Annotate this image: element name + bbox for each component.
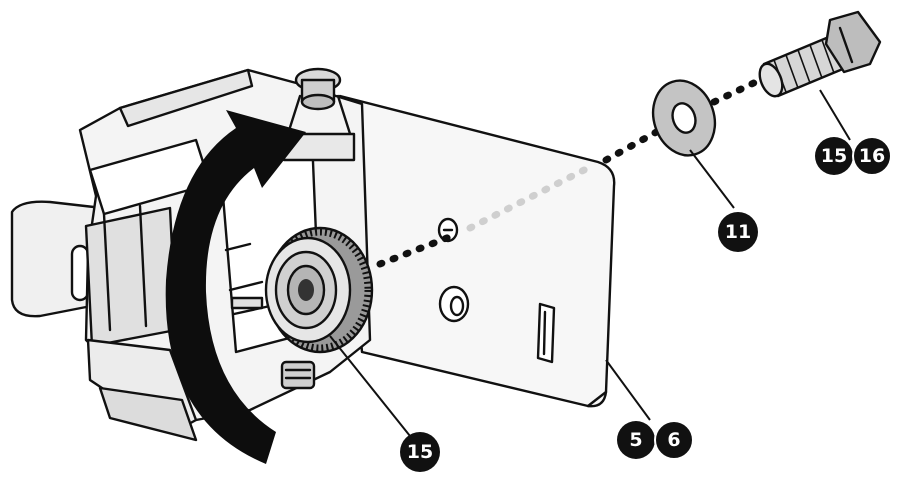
washer <box>651 79 717 157</box>
lower-nut <box>280 360 316 390</box>
callout-15-knob-label: 15 <box>407 441 433 463</box>
callout-16-label: 16 <box>859 145 885 167</box>
rotation-arrow <box>165 110 306 464</box>
callout-11-label: 11 <box>725 221 751 243</box>
callout-5-label: 5 <box>629 429 642 451</box>
callout-15-16: 15 16 <box>815 136 892 176</box>
bolt <box>758 10 882 98</box>
callout-15-knob: 15 <box>400 432 440 472</box>
mounting-bracket <box>10 67 372 442</box>
adjustment-knob <box>264 226 374 354</box>
callout-5-6: 5 6 <box>617 420 694 460</box>
mounting-plate <box>338 94 616 408</box>
callout-15-label: 15 <box>821 145 847 167</box>
callout-11: 11 <box>718 212 758 252</box>
plate-slot <box>536 302 556 364</box>
assembly-axis-line <box>376 76 764 268</box>
leader-lines <box>329 89 851 437</box>
callout-6-label: 6 <box>667 429 680 451</box>
